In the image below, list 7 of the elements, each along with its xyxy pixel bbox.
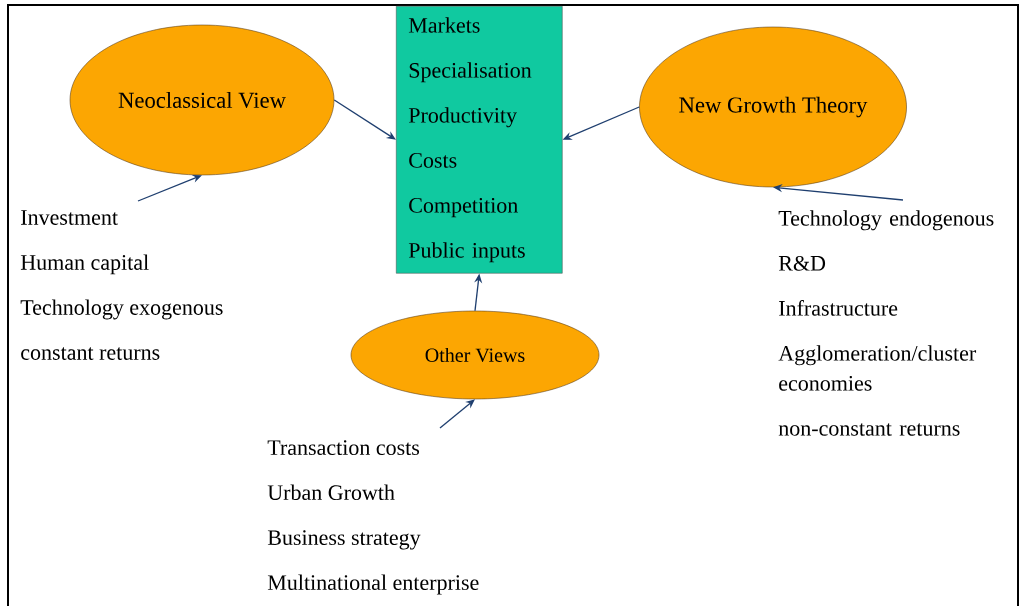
factor-box: Markets Specialisation Productivity Costs Competition Public inputs xyxy=(396,6,563,274)
arrow xyxy=(439,399,475,429)
factor-list: Technology endogenous R&D Infrastructure Agglomeration/cluster economies non-constant returns xyxy=(778,210,994,436)
factor-list: Transaction costs Urban Growth Business strategy Multinational enterprise xyxy=(267,440,479,595)
factor-list: Investment Human capital Technology exogenous constant returns xyxy=(20,210,223,360)
arrow xyxy=(333,99,396,140)
arrow xyxy=(137,175,202,202)
